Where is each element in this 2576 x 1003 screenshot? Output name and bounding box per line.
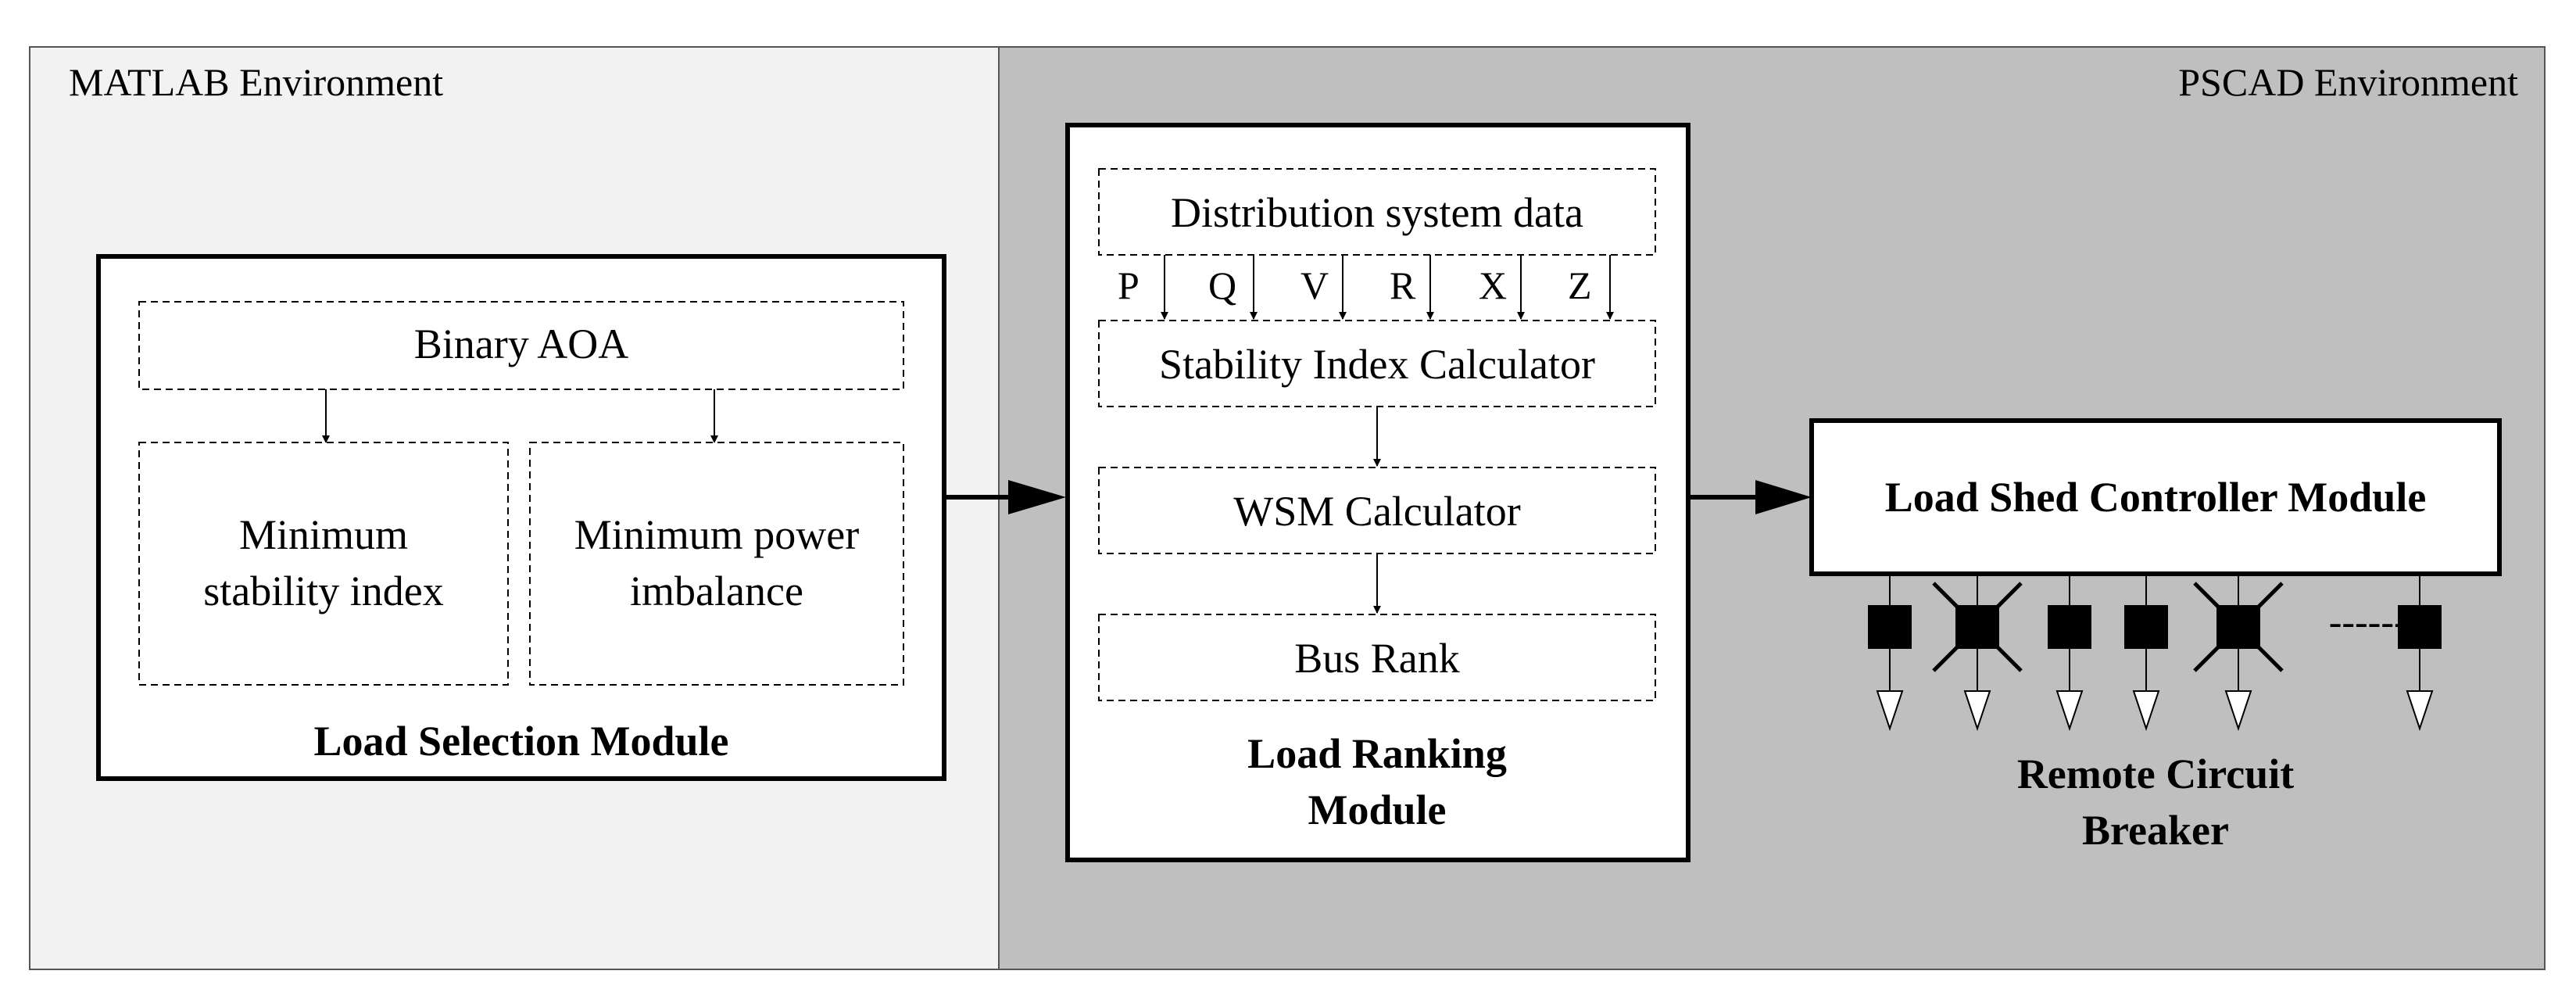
min-stability-index-box xyxy=(138,442,509,686)
remote-circuit-breaker-title-line2: Breaker xyxy=(2082,807,2229,854)
min-stability-index-label-line2: stability index xyxy=(203,568,443,614)
load-shed-controller-box xyxy=(1809,418,2502,576)
variable-z-label: Z xyxy=(1568,263,1592,307)
variable-v-label: V xyxy=(1301,263,1329,307)
breaker-3 xyxy=(2048,574,2091,732)
bus-rank-label: Bus Rank xyxy=(1294,635,1460,682)
breaker-switch xyxy=(2124,605,2168,649)
breaker-switch xyxy=(1868,605,1912,649)
distribution-variable-arrows xyxy=(1161,255,1614,320)
matlab-environment-label: MATLAB Environment xyxy=(69,60,443,104)
breaker-4 xyxy=(2124,574,2168,732)
min-power-imbalance-label-line1: Minimum power xyxy=(574,511,859,558)
breakers-ellipsis: ------- xyxy=(2329,600,2420,643)
pscad-environment-label: PSCAD Environment xyxy=(2178,60,2518,104)
load-triangle-icon xyxy=(2055,690,2084,732)
ranking-to-controller-arrowhead xyxy=(1755,480,1812,514)
breaker-2-tripped xyxy=(1932,574,2023,732)
distribution-system-data-label: Distribution system data xyxy=(1171,189,1583,236)
variable-r-label: R xyxy=(1390,263,1416,307)
stability-index-calculator-label: Stability Index Calculator xyxy=(1159,341,1595,388)
load-ranking-module-title-line1: Load Ranking xyxy=(1247,730,1507,777)
breaker-6 xyxy=(2398,574,2442,732)
wsm-calculator-label: WSM Calculator xyxy=(1233,488,1520,535)
load-selection-module-title: Load Selection Module xyxy=(313,718,728,765)
variable-p-label: P xyxy=(1118,263,1140,307)
min-power-imbalance-label-line2: imbalance xyxy=(630,568,803,614)
load-triangle-icon xyxy=(1876,690,1904,732)
bus-rank-box xyxy=(1098,614,1656,701)
selection-to-ranking-arrowhead xyxy=(1008,480,1066,514)
load-shed-controller-title: Load Shed Controller Module xyxy=(1885,474,2427,521)
load-triangle-icon xyxy=(1963,690,1991,732)
binary-aoa-box xyxy=(138,301,904,390)
variable-q-label: Q xyxy=(1208,263,1236,307)
min-power-imbalance-box xyxy=(529,442,904,686)
breaker-1 xyxy=(1868,574,1912,732)
breaker-switch xyxy=(2048,605,2091,649)
binary-aoa-label: Binary AOA xyxy=(414,321,628,367)
breaker-switch xyxy=(2398,605,2442,649)
remote-circuit-breakers xyxy=(1868,574,2442,732)
load-triangle-icon xyxy=(2224,690,2252,732)
load-ranking-module-title-line2: Module xyxy=(1308,786,1446,833)
load-triangle-icon xyxy=(2406,690,2434,732)
distribution-system-data-box xyxy=(1098,168,1656,256)
remote-circuit-breaker-title-line1: Remote Circuit xyxy=(2017,750,2294,797)
stability-index-calculator-box xyxy=(1098,320,1656,407)
load-triangle-icon xyxy=(2132,690,2160,732)
trip-cross-line-b xyxy=(1932,582,2023,672)
breaker-5-tripped xyxy=(2193,574,2284,732)
trip-cross-line-b xyxy=(2193,582,2284,672)
variable-x-label: X xyxy=(1479,263,1507,307)
min-stability-index-label-line1: Minimum xyxy=(239,511,408,558)
wsm-calculator-box xyxy=(1098,467,1656,554)
